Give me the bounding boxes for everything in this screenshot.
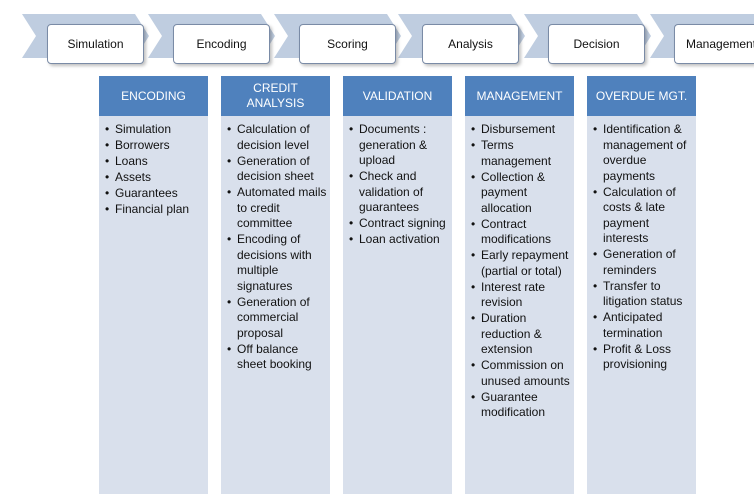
column-list-overdue-mgt: Identification & management of overdue p… [587,116,696,373]
list-item: Duration reduction & extension [471,311,572,358]
list-item: Interest rate revision [471,280,572,311]
list-item: Contract modifications [471,217,572,248]
list-item: Borrowers [105,138,206,154]
list-item: Generation of decision sheet [227,154,328,185]
list-item: Simulation [105,122,206,138]
column-management: MANAGEMENT Disbursement Terms management… [465,76,574,494]
list-item: Loan activation [349,232,450,248]
step-label-decision: Decision [573,37,620,51]
list-item: Check and validation of guarantees [349,169,450,216]
column-validation: VALIDATION Documents : generation & uplo… [343,76,452,494]
list-item: Calculation of decision level [227,122,328,153]
list-item: Early repayment (partial or total) [471,248,572,279]
list-item: Disbursement [471,122,572,138]
list-item: Contract signing [349,216,450,232]
list-item: Off balance sheet booking [227,342,328,373]
column-list-encoding: Simulation Borrowers Loans Assets Guaran… [99,116,208,218]
list-item: Generation of reminders [593,247,694,278]
list-item: Loans [105,154,206,170]
list-item: Guarantee modification [471,390,572,421]
column-header-credit-analysis: CREDIT ANALYSIS [221,76,330,116]
list-item: Transfer to litigation status [593,279,694,310]
list-item: Documents : generation & upload [349,122,450,169]
list-item: Anticipated termination [593,310,694,341]
list-item: Encoding of decisions with multiple sign… [227,232,328,294]
list-item: Automated mails to credit committee [227,185,328,232]
step-label-encoding: Encoding [196,37,247,51]
list-item: Assets [105,170,206,186]
step-label-management: Management [686,37,754,51]
column-encoding: ENCODING Simulation Borrowers Loans Asse… [99,76,208,494]
step-box-management: Management [674,24,754,64]
list-item: Identification & management of overdue p… [593,122,694,184]
column-header-overdue-mgt: OVERDUE MGT. [587,76,696,116]
step-box-encoding: Encoding [173,24,270,64]
column-list-validation: Documents : generation & upload Check an… [343,116,452,248]
list-item: Terms management [471,138,572,169]
step-box-analysis: Analysis [422,24,519,64]
list-item: Guarantees [105,186,206,202]
list-item: Financial plan [105,202,206,218]
list-item: Commission on unused amounts [471,358,572,389]
list-item: Calculation of costs & late payment inte… [593,185,694,247]
list-item: Collection & payment allocation [471,170,572,217]
column-header-management: MANAGEMENT [465,76,574,116]
step-box-scoring: Scoring [299,24,396,64]
column-credit-analysis: CREDIT ANALYSIS Calculation of decision … [221,76,330,494]
step-label-scoring: Scoring [327,37,368,51]
step-label-simulation: Simulation [67,37,124,51]
column-header-encoding: ENCODING [99,76,208,116]
column-header-validation: VALIDATION [343,76,452,116]
step-label-analysis: Analysis [448,37,493,51]
column-list-management: Disbursement Terms management Collection… [465,116,574,421]
step-box-simulation: Simulation [47,24,144,64]
column-list-credit-analysis: Calculation of decision level Generation… [221,116,330,373]
list-item: Profit & Loss provisioning [593,342,694,373]
list-item: Generation of commercial proposal [227,295,328,342]
column-overdue-mgt: OVERDUE MGT. Identification & management… [587,76,696,494]
step-box-decision: Decision [548,24,645,64]
